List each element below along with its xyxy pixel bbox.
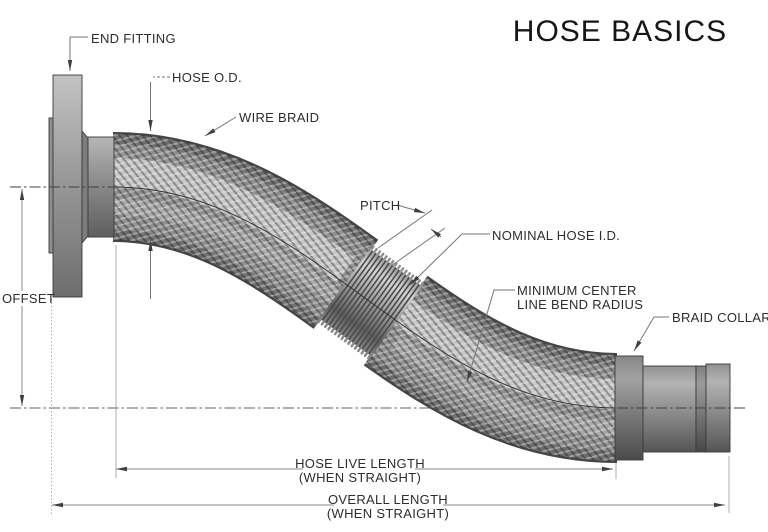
label-min-bend-line2: LINE BEND RADIUS [517, 297, 643, 312]
label-hose-od: HOSE O.D. [172, 70, 242, 85]
fitting-groove [695, 365, 707, 453]
flange-plate [52, 74, 83, 298]
end-fitting-leader [67, 36, 88, 71]
braid-collar-leader [633, 316, 669, 352]
label-wire-braid: WIRE BRAID [239, 110, 319, 125]
label-braid-collar: BRAID COLLAR [672, 310, 768, 325]
label-overall-length-2: (WHEN STRAIGHT) [327, 506, 449, 521]
end-fitting-flange [48, 74, 115, 298]
label-offset: OFFSET [2, 291, 55, 306]
label-live-length-2: (WHEN STRAIGHT) [299, 470, 421, 485]
label-overall-length-1: OVERALL LENGTH [328, 492, 448, 507]
min-bend-radius-leader [466, 289, 515, 383]
nominal-id-leader [409, 233, 490, 286]
offset-label-bg [1, 291, 46, 306]
pitch-extension-1 [377, 209, 433, 249]
fitting-body [642, 365, 697, 453]
hose-centerline-curve [112, 186, 618, 409]
label-min-bend-line1: MINIMUM CENTER [517, 283, 637, 298]
label-live-length-1: HOSE LIVE LENGTH [295, 456, 425, 471]
pitch-arrow-2 [430, 228, 442, 238]
label-pitch: PITCH [360, 198, 401, 213]
diagram-title: HOSE BASICS [513, 15, 727, 48]
label-nominal-hose-id: NOMINAL HOSE I.D. [492, 228, 620, 243]
pitch-leader [396, 204, 426, 214]
wire-braid-texture [111, 134, 378, 328]
label-end-fitting: END FITTING [91, 31, 176, 46]
wire-braid-leader [204, 116, 237, 137]
